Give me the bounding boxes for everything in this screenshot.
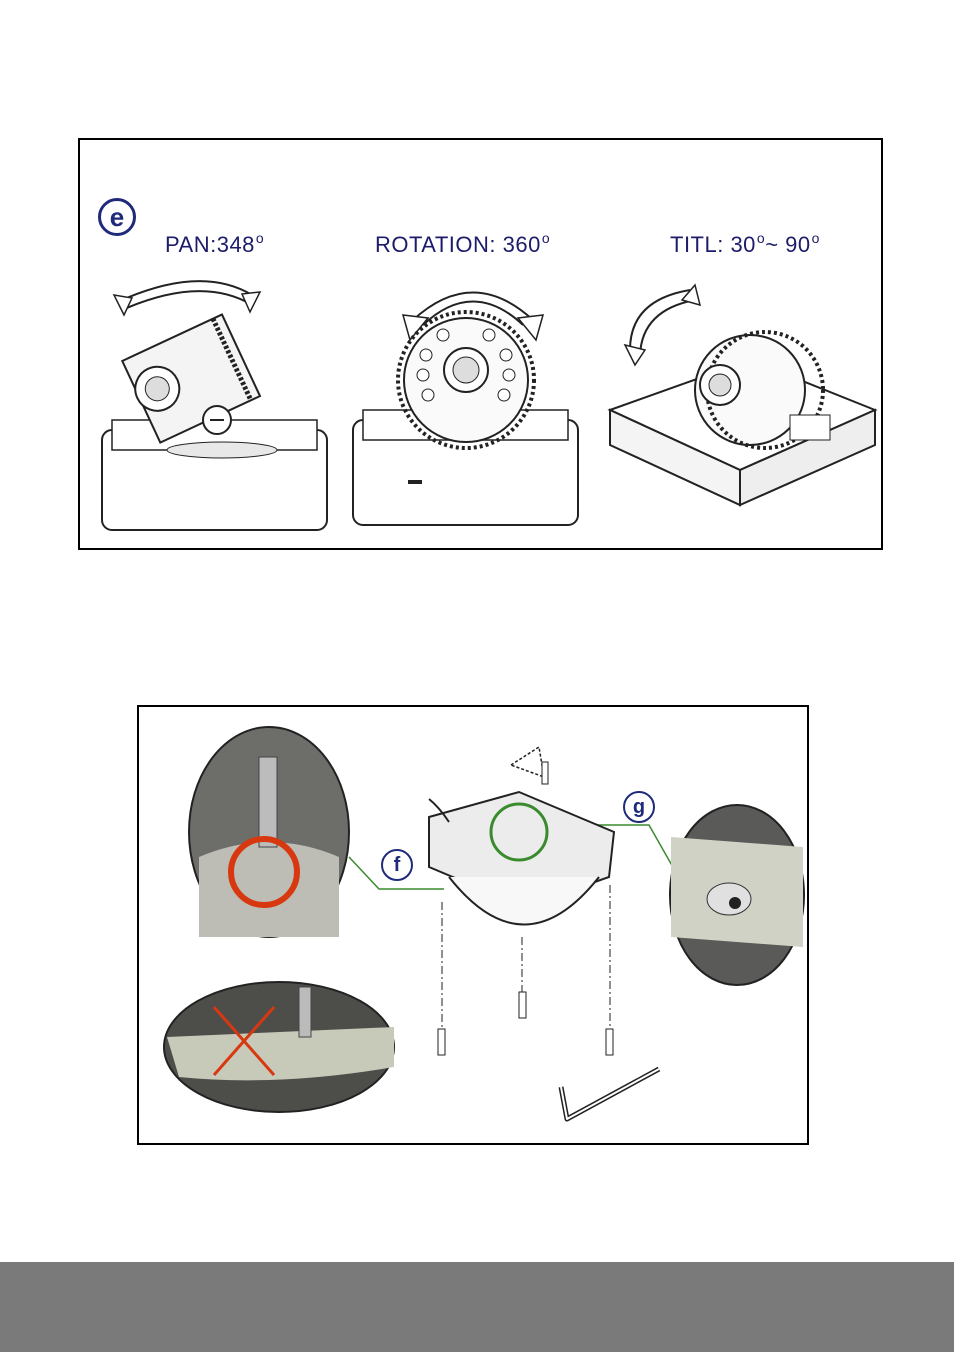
tilt-illustration — [600, 270, 880, 545]
screw-icon — [606, 1029, 613, 1055]
rotation-arrow-icon — [413, 293, 533, 321]
rotation-label: ROTATION: 360o — [375, 232, 550, 258]
step-e-badge: e — [98, 198, 136, 236]
screw-icon — [438, 1029, 445, 1055]
camera-adjustment-panel: e PAN:348o ROTATION: 360o TITL: 30o~ 90o — [78, 138, 883, 550]
footer-bar — [0, 1262, 954, 1352]
tilt-arrow-icon — [630, 290, 690, 350]
dome-cover-installation-panel: f g — [137, 705, 809, 1145]
dome-assembly-diagram — [139, 707, 807, 1143]
pan-illustration — [92, 270, 342, 540]
screw-icon — [519, 992, 526, 1018]
rotation-illustration — [348, 270, 588, 540]
pan-label: PAN:348o — [165, 232, 264, 258]
tilt-label: TITL: 30o~ 90o — [670, 232, 820, 258]
